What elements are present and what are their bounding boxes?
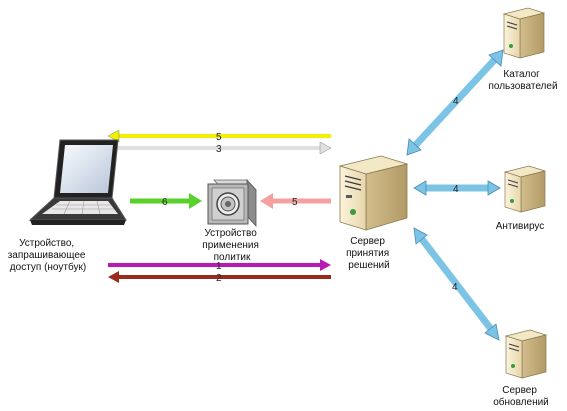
arrow-head (487, 180, 501, 196)
laptop-label: Устройство, запрашивающее доступ (ноутбу… (8, 238, 89, 273)
arrow-head (260, 193, 273, 209)
antivirus-label: Антивирус (496, 221, 545, 232)
decision-server-label: Сервер принятия решений (346, 236, 392, 271)
update-server-label: Сервер обновлений (493, 385, 549, 408)
arrow-1-laptop-to-decision: 1 (108, 259, 331, 272)
arrow-number: 5 (292, 197, 298, 208)
user-directory-server-icon (502, 7, 546, 59)
arrow-head (488, 49, 504, 67)
arrow-number: 1 (216, 261, 222, 272)
arrow-3-laptop-to-decision: 3 (108, 141, 332, 155)
arrow-number: 4 (453, 184, 459, 195)
antivirus-server-icon (503, 165, 547, 213)
policy-enforcement-label: Устройство применения политик (202, 228, 261, 263)
update-server-icon (504, 329, 548, 379)
arrow-head (189, 193, 202, 209)
arrow-5-decision-to-laptop: 5 (107, 129, 331, 143)
arrow-number: 2 (216, 273, 222, 284)
arrow-head (107, 129, 120, 143)
arrow-head (484, 323, 500, 341)
arrow-head (406, 138, 422, 156)
arrow-4-decision-to-antivirus: 4 (413, 180, 501, 196)
arrow-head (319, 141, 332, 155)
arrow-6-laptop-to-enforcement: 6 (130, 193, 202, 209)
policy-enforcement-device-icon (207, 178, 257, 228)
arrow-number: 4 (453, 96, 459, 107)
arrow-5-decision-to-enforcement: 5 (260, 193, 331, 209)
arrow-head (320, 259, 331, 271)
arrow-number: 3 (216, 144, 222, 155)
user-directory-label: Каталог пользователей (488, 69, 557, 92)
arrow-head (413, 180, 427, 196)
arrow-head (108, 271, 119, 283)
laptop-icon (28, 139, 127, 225)
arrow-number: 6 (162, 197, 168, 208)
arrow-4-decision-to-directory: 4 (406, 49, 504, 156)
arrow-4-decision-to-update-server: 4 (413, 227, 500, 341)
decision-server-icon (338, 155, 409, 231)
arrow-head (413, 227, 428, 245)
arrow-2-decision-to-laptop: 2 (108, 271, 331, 284)
arrow-number: 4 (452, 282, 458, 293)
arrow-number: 5 (216, 132, 222, 143)
